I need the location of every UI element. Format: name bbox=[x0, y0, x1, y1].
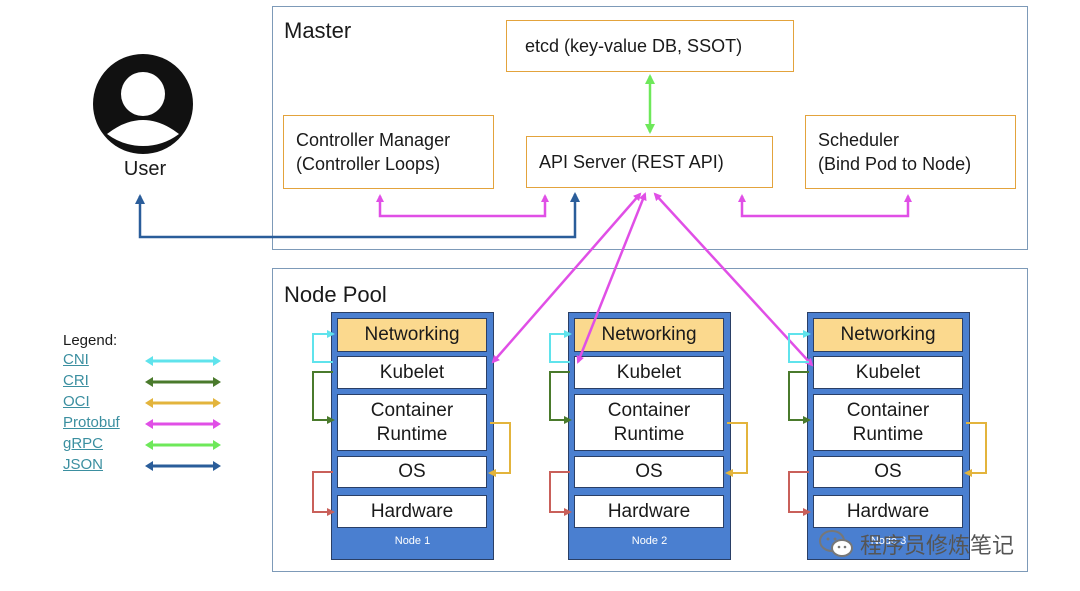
legend-arrow-protobuf bbox=[145, 419, 221, 429]
protobuf-api-kubelet2-arrow bbox=[576, 192, 647, 364]
runtime-line2: Runtime bbox=[852, 423, 924, 445]
legend-label-cni[interactable]: CNI bbox=[63, 351, 89, 368]
container-runtime-cell: Container Runtime bbox=[337, 394, 487, 451]
legend-row: Protobuf bbox=[63, 414, 233, 435]
protobuf-scheduler-api-arrow bbox=[738, 194, 912, 218]
etcd-box: etcd (key-value DB, SSOT) bbox=[506, 20, 794, 72]
cri-node1-arrow bbox=[312, 371, 335, 424]
user-avatar bbox=[93, 54, 193, 154]
legend-label-cri[interactable]: CRI bbox=[63, 372, 89, 389]
scheduler-line1: Scheduler bbox=[818, 130, 900, 150]
hw-node3-arrow bbox=[788, 471, 811, 516]
etcd-label: etcd (key-value DB, SSOT) bbox=[525, 36, 743, 56]
legend-title: Legend: bbox=[63, 332, 118, 349]
protobuf-api-kubelet3-arrow bbox=[653, 192, 814, 367]
os-cell: OS bbox=[337, 456, 487, 488]
oci-node1-arrow bbox=[488, 422, 511, 477]
cni-node2-arrow bbox=[549, 330, 572, 363]
legend-label-protobuf[interactable]: Protobuf bbox=[63, 414, 120, 431]
kubelet-cell: Kubelet bbox=[337, 356, 487, 389]
legend-label-grpc[interactable]: gRPC bbox=[63, 435, 104, 452]
legend-arrow-cri bbox=[145, 377, 221, 387]
hardware-cell: Hardware bbox=[813, 495, 963, 528]
runtime-line1: Container bbox=[846, 399, 930, 421]
legend-label-json[interactable]: JSON bbox=[63, 456, 104, 473]
legend: CNI CRI OCI Protobuf gRPC JSON bbox=[63, 351, 233, 477]
controller-manager-box: Controller Manager (Controller Loops) bbox=[283, 115, 494, 189]
runtime-line1: Container bbox=[607, 399, 691, 421]
watermark: 程序员修炼笔记 bbox=[818, 527, 1058, 561]
cni-node3-arrow bbox=[788, 330, 811, 363]
legend-row: CNI bbox=[63, 351, 233, 372]
node-label: Node 1 bbox=[394, 535, 431, 547]
hw-node2-arrow bbox=[549, 471, 572, 516]
legend-arrow-grpc bbox=[145, 440, 221, 450]
node-3: Networking Kubelet Container Runtime OS … bbox=[807, 312, 970, 560]
protobuf-api-kubelet1-arrow bbox=[491, 192, 642, 364]
runtime-line1: Container bbox=[370, 399, 454, 421]
legend-row: JSON bbox=[63, 456, 233, 477]
kubelet-cell: Kubelet bbox=[813, 356, 963, 389]
cni-node1-arrow bbox=[312, 330, 335, 363]
node-pool-region bbox=[272, 268, 1028, 572]
oci-node2-arrow bbox=[725, 422, 748, 477]
scheduler-box: Scheduler (Bind Pod to Node) bbox=[805, 115, 1016, 189]
runtime-line2: Runtime bbox=[613, 423, 685, 445]
legend-label-oci[interactable]: OCI bbox=[63, 393, 90, 410]
protobuf-controller-api-arrow bbox=[376, 194, 549, 218]
os-cell: OS bbox=[574, 456, 724, 488]
legend-row: CRI bbox=[63, 372, 233, 393]
controller-line1: Controller Manager bbox=[296, 130, 451, 150]
hardware-cell: Hardware bbox=[337, 495, 487, 528]
container-runtime-cell: Container Runtime bbox=[574, 394, 724, 451]
container-runtime-cell: Container Runtime bbox=[813, 394, 963, 451]
scheduler-line2: (Bind Pod to Node) bbox=[818, 154, 972, 174]
legend-row: gRPC bbox=[63, 435, 233, 456]
legend-arrow-oci bbox=[145, 398, 221, 408]
networking-cell: Networking bbox=[337, 318, 487, 352]
oci-node3-arrow bbox=[964, 422, 987, 477]
watermark-text: 程序员修炼笔记 bbox=[860, 533, 1015, 558]
legend-arrow-cni bbox=[145, 356, 221, 366]
user-label: User bbox=[123, 158, 167, 180]
user-icon bbox=[93, 54, 193, 154]
hardware-cell: Hardware bbox=[574, 495, 724, 528]
node-1: Networking Kubelet Container Runtime OS … bbox=[331, 312, 494, 560]
legend-arrow-json bbox=[145, 461, 221, 471]
wechat-icon bbox=[819, 530, 853, 557]
controller-line2: (Controller Loops) bbox=[296, 154, 441, 174]
master-title: Master bbox=[284, 18, 352, 43]
cri-node3-arrow bbox=[788, 371, 811, 424]
master-region bbox=[272, 6, 1028, 250]
node-pool-title: Node Pool bbox=[284, 282, 387, 307]
runtime-line2: Runtime bbox=[376, 423, 448, 445]
os-cell: OS bbox=[813, 456, 963, 488]
networking-cell: Networking bbox=[813, 318, 963, 352]
api-server-label: API Server (REST API) bbox=[539, 152, 724, 172]
hw-node1-arrow bbox=[312, 471, 335, 516]
node-label: Node 3 bbox=[870, 535, 907, 547]
legend-row: OCI bbox=[63, 393, 233, 414]
api-server-box: API Server (REST API) bbox=[526, 136, 773, 188]
node-label: Node 2 bbox=[631, 535, 668, 547]
cri-node2-arrow bbox=[549, 371, 572, 424]
